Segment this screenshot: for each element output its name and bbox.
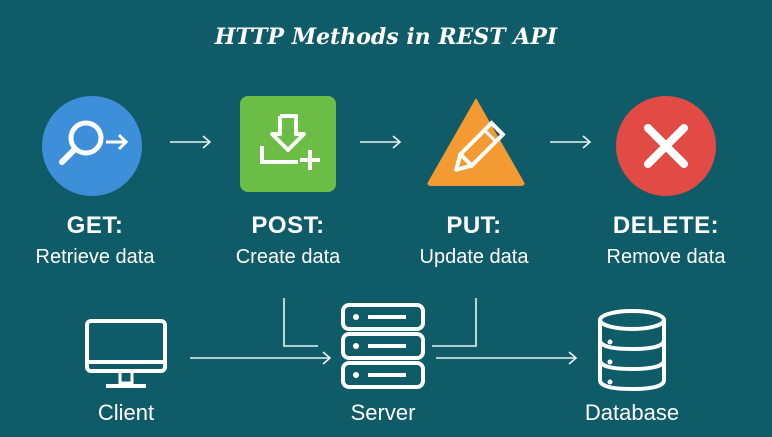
method-delete: DELETE: Remove data — [581, 212, 751, 269]
method-description: Update data — [419, 246, 529, 268]
post-icon — [240, 96, 336, 192]
line-put-server — [432, 298, 477, 347]
method-description: Remove data — [606, 246, 726, 268]
method-name: PUT: — [446, 212, 502, 239]
method-name: POST: — [251, 212, 325, 239]
line-post-server — [283, 298, 318, 347]
method-description: Retrieve data — [35, 246, 155, 268]
client-label: Client — [97, 400, 155, 425]
server-icon — [341, 303, 425, 389]
database-icon — [598, 309, 666, 392]
put-icon — [427, 98, 525, 186]
get-icon — [42, 96, 142, 196]
method-put: PUT: Update data — [389, 212, 559, 269]
database-label: Database — [584, 400, 680, 425]
method-post: POST: Create data — [203, 212, 373, 269]
method-get: GET: Retrieve data — [10, 212, 180, 269]
monitor-icon — [85, 319, 167, 388]
diagram-title: HTTP Methods in REST API — [214, 24, 558, 50]
server-label: Server — [350, 400, 416, 425]
method-description: Create data — [235, 246, 341, 268]
method-name: DELETE: — [612, 212, 720, 239]
delete-icon — [616, 96, 716, 196]
method-name: GET: — [66, 212, 124, 239]
